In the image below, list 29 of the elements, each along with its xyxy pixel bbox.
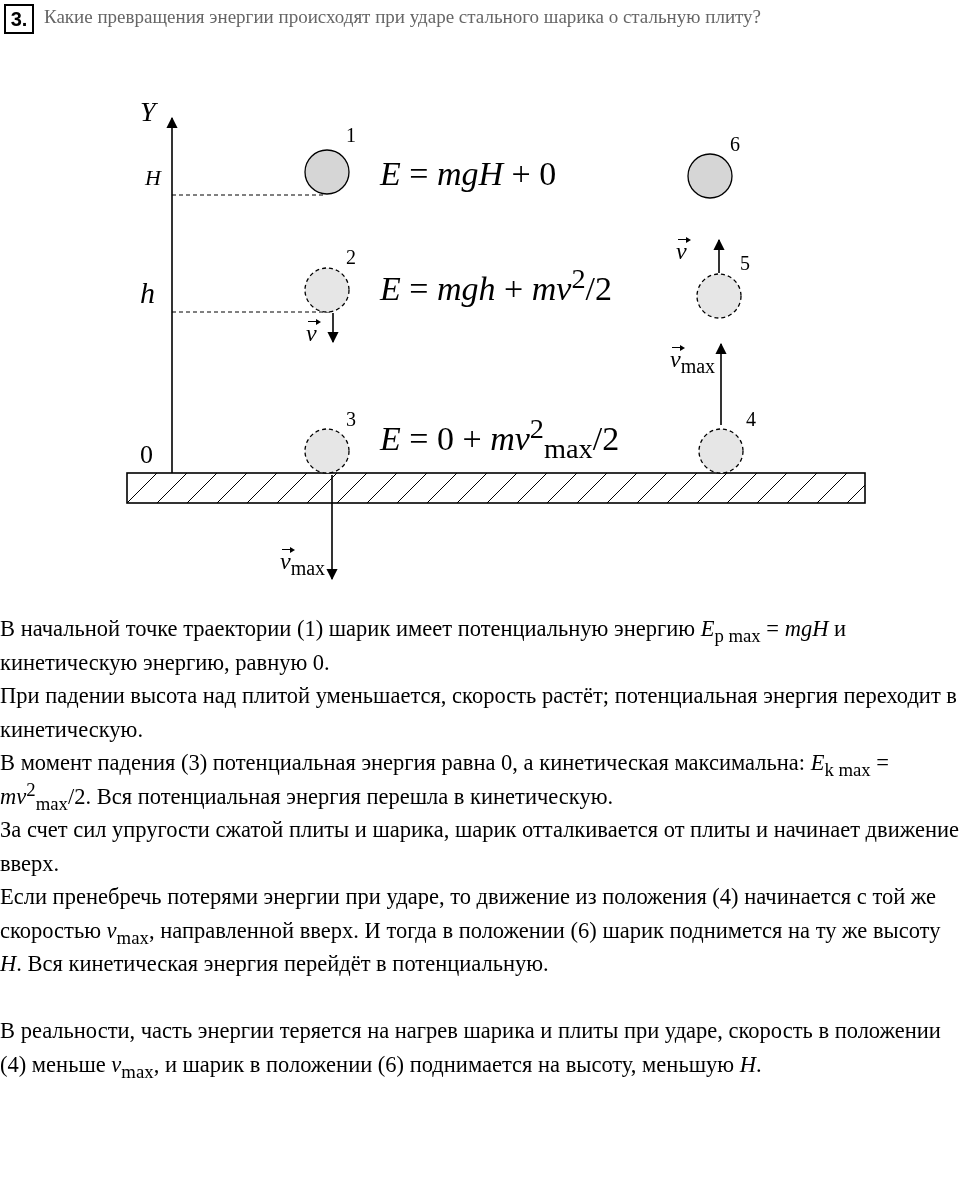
position-number: 6 [730,133,740,156]
ball [698,428,744,474]
ball [304,149,350,195]
paragraph: За счет сил упругости сжатой плиты и шарика, шарик отталкивается от плиты и начинает движение вверх. [0,816,960,878]
tick-label: h [140,276,155,310]
paragraph: В реальности, часть энергии теряется на нагрев шарика и плиты при ударе, скорость в положении (4) меньше v$_{max}$, и шарик в положении (6) поднимается на высоту, меньшую H. [0,1017,942,1081]
formula: E = 0 + mv$^{2}$$_{max}$/2 [380,420,620,458]
ball [304,267,350,313]
tick-label: H [145,165,161,191]
paragraph: В момент падения (3) потенциальная энергия равна 0, а кинетическая максимальна: E$_{k max}$ = mv$^{2}$$_{max}$/2. Вся потенциальная энергия перешла в кинетическую. [0,749,891,813]
vector-label: v$_{max}$ [670,342,716,373]
paragraph: При падении высота над плитой уменьшается, скорость растёт; потенциальная энергия переходит в кинетическую. [0,682,958,744]
ball [696,273,742,319]
axis-label: Y [140,96,156,128]
position-number: 2 [346,246,356,269]
position-number: 3 [346,408,356,431]
question-number: 3. [4,4,34,34]
position-number: 5 [740,252,750,275]
position-number: 4 [746,408,756,431]
tick-label: 0 [140,440,153,470]
question-text: Какие превращения энергии происходят при ударе стального шарика о стальную плиту? [44,6,762,28]
paragraph: В начальной точке траектории (1) шарик имеет потенциальную энергию E$_{p max}$ = mgH и кинетическую энергию, равную 0. [0,615,848,677]
vector-label: v$_{max}$ [280,544,326,575]
ball [687,153,733,199]
formula: E = mgh + mv$^{2}$/2 [380,270,612,308]
position-number: 1 [346,124,356,147]
ball [304,428,350,474]
paragraph: Если пренебречь потерями энергии при ударе, то движение из положения (4) начинается с той же скоростью v$_{max}$, направленной вверх. И тогда в положении (6) шарик поднимется на ту же высоту H. Вся кинетическая энергия перейдёт в потенциальную. [0,883,942,978]
formula: E = mgH + 0 [380,155,557,193]
